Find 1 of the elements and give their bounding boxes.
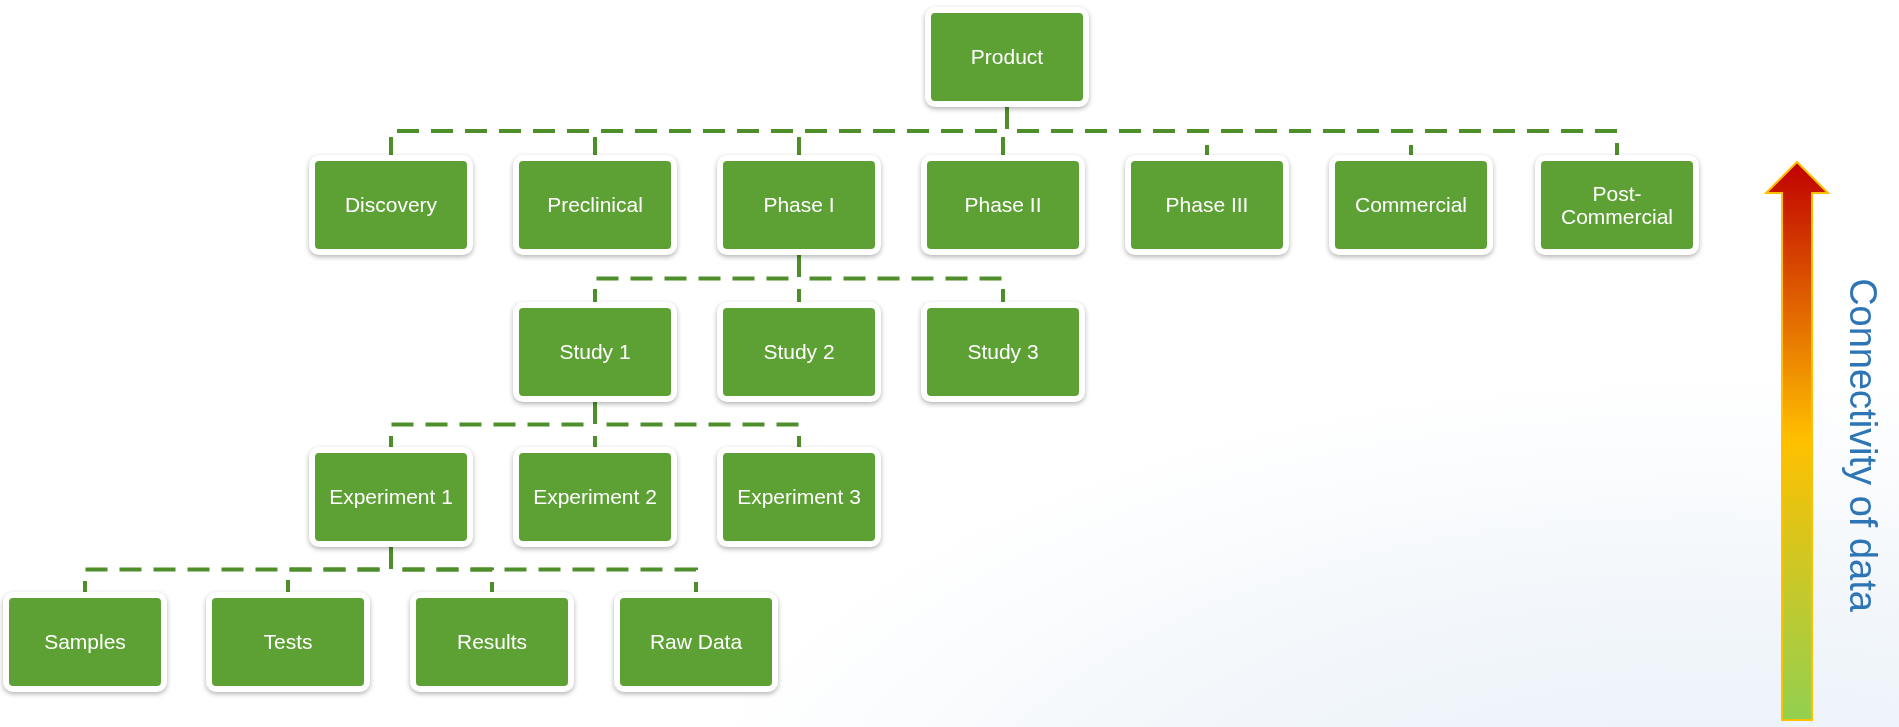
axis-label: Connectivity of data <box>1840 278 1884 612</box>
